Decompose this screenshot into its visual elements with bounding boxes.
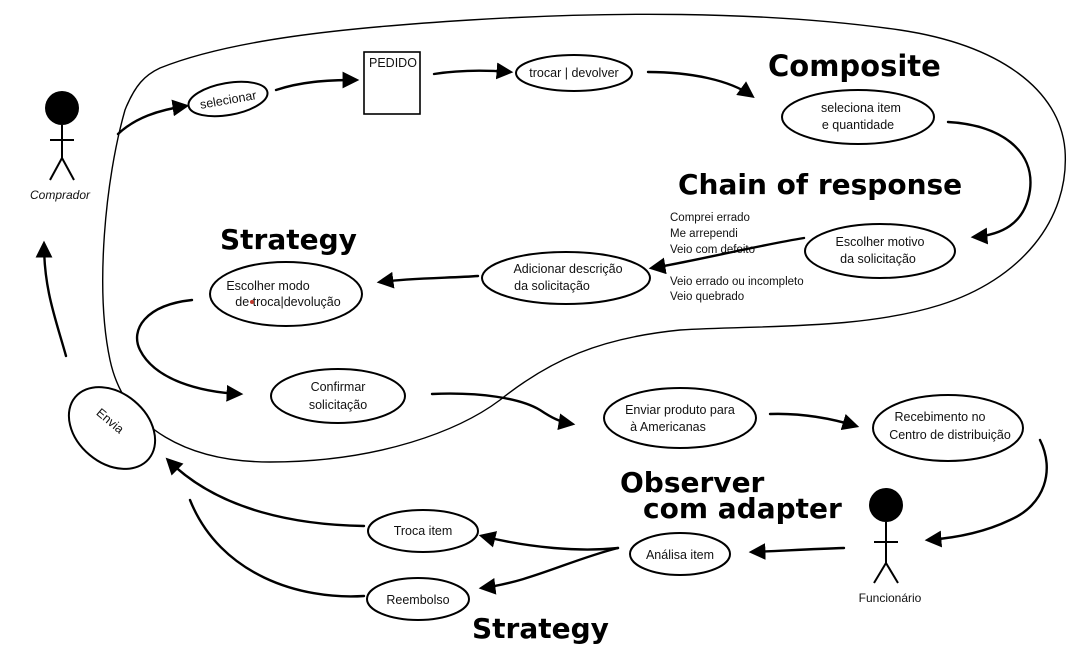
arrow-recebimento-funcionario	[924, 438, 1048, 548]
motivo-item: Veio errado ou incompleto	[670, 276, 804, 288]
arrow-descricao-modo	[376, 271, 480, 289]
arrow-envia-comprador	[35, 240, 68, 358]
node-adicionar-descricao: Adicionar descrição da solicitação	[481, 251, 651, 305]
node-seleciona-item: seleciona item e quantidade	[781, 89, 935, 145]
svg-text:à Americanas: à Americanas	[630, 420, 706, 434]
arrow-analisa-troca	[478, 531, 620, 551]
arrow-troca-envia	[165, 457, 366, 528]
motivo-item: Comprei errado	[670, 212, 750, 224]
svg-text:Adicionar descrição: Adicionar descrição	[513, 262, 622, 276]
arrow-seleciona-motivo	[946, 120, 1032, 245]
node-confirmar-solicitacao: Confirmar solicitação	[270, 368, 406, 424]
node-trocar-devolver: trocar | devolver	[515, 54, 633, 92]
node-enviar-produto: Enviar produto para à Americanas	[603, 387, 757, 449]
arrow-confirmar-enviar	[430, 392, 576, 431]
node-pedido: PEDIDO	[363, 51, 421, 115]
svg-text:Reembolso: Reembolso	[386, 593, 449, 607]
arrow-trocar-seleciona	[646, 70, 755, 98]
heading-chain-of-response: Chain of response	[678, 168, 962, 201]
svg-text:da solicitação: da solicitação	[514, 279, 590, 293]
comprador-actor: Comprador	[30, 91, 91, 202]
svg-text:trocar | devolver: trocar | devolver	[529, 66, 618, 80]
svg-text:Análisa item: Análisa item	[646, 548, 714, 562]
funcionario-label: Funcionário	[859, 591, 922, 605]
arrow-pedido-trocar	[432, 62, 514, 80]
comprador-label: Comprador	[30, 188, 91, 202]
arrow-modo-confirmar	[135, 298, 244, 402]
motivo-item: Veio quebrado	[670, 291, 744, 303]
system-boundary	[102, 13, 1066, 463]
arrow-analisa-reembolso	[478, 546, 620, 595]
svg-text:seleciona item: seleciona item	[821, 101, 901, 115]
svg-text:Recebimento no: Recebimento no	[894, 410, 985, 424]
heading-com-adapter: com adapter	[643, 492, 842, 525]
svg-text:da solicitação: da solicitação	[840, 252, 916, 266]
node-escolher-motivo: Escolher motivo da solicitação	[804, 223, 956, 279]
svg-text:Enviar produto para: Enviar produto para	[625, 403, 735, 417]
svg-text:Escolher motivo: Escolher motivo	[836, 235, 925, 249]
actor-head-icon	[869, 488, 903, 522]
heading-strategy-bottom: Strategy	[472, 612, 609, 645]
motivos-list-bottom: Veio errado ou incompleto Veio quebrado	[670, 276, 804, 303]
arrow-selecionar-pedido	[274, 71, 360, 92]
motivos-list-top: Comprei errado Me arrependi Veio com def…	[670, 212, 755, 256]
arrow-enviar-recebimento	[768, 412, 860, 431]
arrow-reembolso-envia	[188, 498, 366, 598]
node-recebimento: Recebimento no Centro de distribuição	[872, 394, 1024, 462]
svg-text:Escolher modo: Escolher modo	[226, 279, 309, 293]
node-reembolso: Reembolso	[366, 577, 470, 621]
svg-text:de troca|devolução: de troca|devolução	[235, 295, 340, 309]
svg-text:Confirmar: Confirmar	[311, 380, 366, 394]
heading-strategy-top: Strategy	[220, 223, 357, 256]
heading-composite: Composite	[768, 49, 941, 83]
marker-dot	[250, 300, 254, 304]
node-analisa-item: Análisa item	[629, 532, 731, 576]
motivo-item: Me arrependi	[670, 228, 738, 240]
actor-head-icon	[45, 91, 79, 125]
node-selecionar: selecionar	[187, 80, 269, 118]
document-icon	[363, 51, 421, 115]
arrow-motivo-descricao	[648, 236, 806, 275]
svg-text:PEDIDO: PEDIDO	[369, 56, 417, 70]
svg-text:Troca item: Troca item	[394, 524, 453, 538]
arrow-comprador-selecionar	[116, 99, 190, 136]
heading-observer: Observer	[620, 466, 765, 499]
svg-text:Centro de distribuição: Centro de distribuição	[889, 428, 1011, 442]
svg-text:solicitação: solicitação	[309, 398, 367, 412]
funcionario-actor: Funcionário	[859, 488, 922, 605]
motivo-item: Veio com defeito	[670, 244, 755, 256]
svg-text:e quantidade: e quantidade	[822, 118, 894, 132]
node-troca-item: Troca item	[367, 509, 479, 553]
node-escolher-modo: Escolher modo de troca|devolução	[209, 261, 363, 327]
arrow-funcionario-analisa	[748, 543, 846, 560]
node-envia: Envia	[67, 386, 157, 470]
